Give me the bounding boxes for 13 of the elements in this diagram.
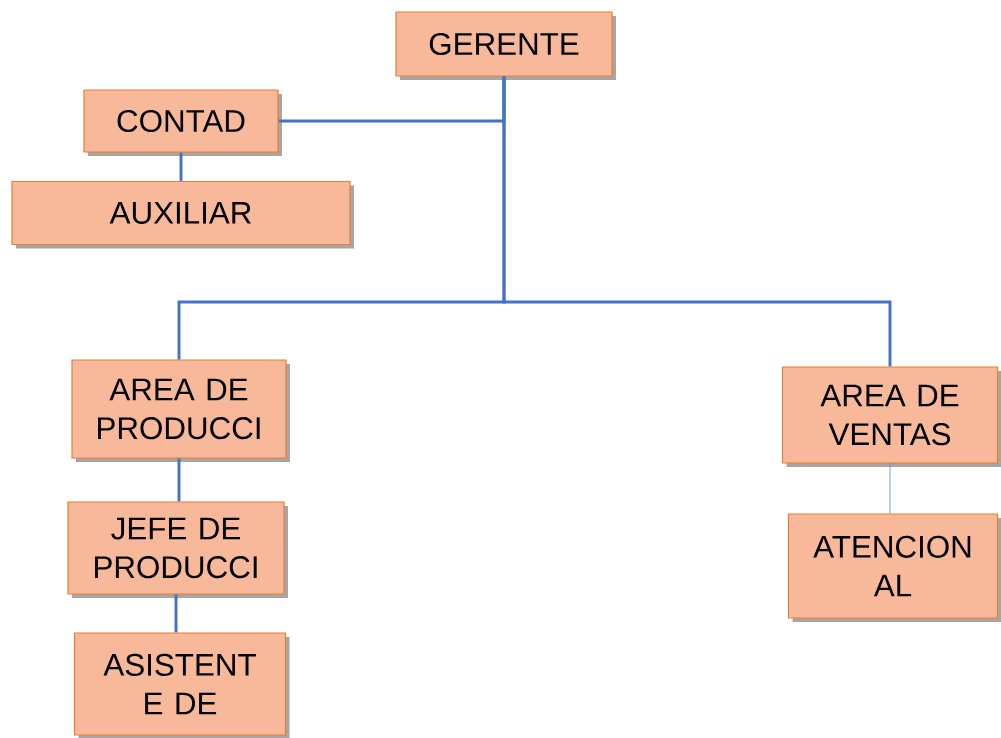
- connector-line: [177, 458, 181, 502]
- org-box: CONTAD: [83, 89, 282, 156]
- org-box: AUXILIAR: [11, 180, 354, 249]
- org-box: GERENTE: [395, 11, 616, 80]
- org-box: JEFE DE PRODUCCI: [67, 501, 288, 598]
- org-box: ATENCION AL: [787, 513, 1001, 622]
- connector-line: [889, 463, 891, 514]
- org-box: ASISTENT E DE: [73, 632, 290, 738]
- connector-line: [174, 594, 178, 633]
- org-box: AREA DE VENTAS: [781, 366, 1001, 467]
- connector-line: [179, 152, 183, 181]
- org-box: AREA DE PRODUCCI: [71, 359, 290, 462]
- connector-line: [502, 76, 892, 367]
